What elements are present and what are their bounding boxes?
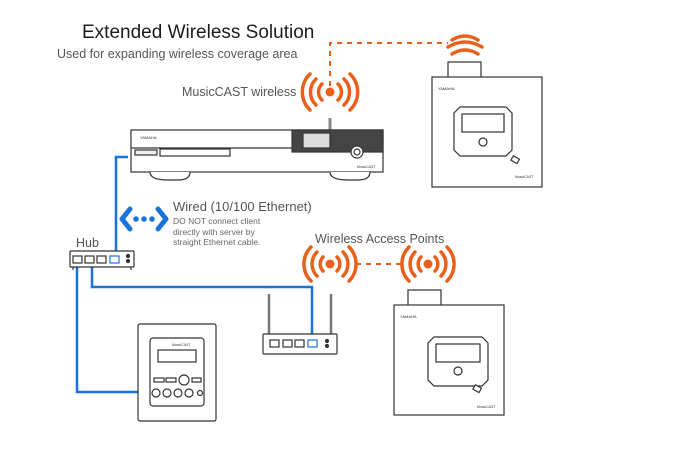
wireless-signal-icon — [302, 245, 358, 283]
ethernet-hub — [69, 250, 135, 270]
wireless-signal-icon — [446, 34, 484, 56]
diagram-title: Extended Wireless Solution — [82, 22, 315, 43]
wireless-link-server-to-client — [329, 42, 448, 86]
svg-text:MusicCAST: MusicCAST — [515, 175, 534, 179]
wireless-access-point — [262, 294, 338, 355]
svg-text:YAMAHA: YAMAHA — [400, 314, 417, 319]
cable-hub-to-panel — [75, 262, 142, 394]
hub-label: Hub — [76, 236, 99, 250]
svg-text:YAMAHA: YAMAHA — [438, 86, 455, 91]
cable-hub-to-ap — [90, 262, 314, 340]
client-panel-top: YAMAHA MusicCAST — [431, 61, 543, 188]
wired-warning-note: DO NOT connect client directly with serv… — [173, 216, 261, 247]
svg-text:MusicCAST: MusicCAST — [477, 405, 496, 409]
cable-server-to-hub — [114, 155, 128, 262]
musiccast-server: YAMAHA MusicCAST — [130, 118, 384, 181]
control-panel-wired: MusicCAST — [137, 323, 217, 422]
svg-text:MusicCAST: MusicCAST — [357, 165, 376, 169]
client-panel-bottom-right: YAMAHA MusicCAST — [393, 289, 505, 416]
wireless-access-points-label: Wireless Access Points — [315, 232, 445, 246]
svg-text:MusicCAST: MusicCAST — [172, 343, 191, 347]
diagram-subtitle: Used for expanding wireless coverage are… — [57, 47, 298, 61]
ethernet-icon — [119, 206, 169, 232]
ethernet-cables — [75, 155, 314, 394]
wireless-signal-icon — [400, 245, 456, 283]
svg-text:YAMAHA: YAMAHA — [140, 135, 157, 140]
wired-label: Wired (10/100 Ethernet) — [173, 199, 312, 214]
wireless-signal-icon — [300, 72, 360, 112]
musiccast-wireless-label: MusicCAST wireless — [182, 85, 297, 99]
